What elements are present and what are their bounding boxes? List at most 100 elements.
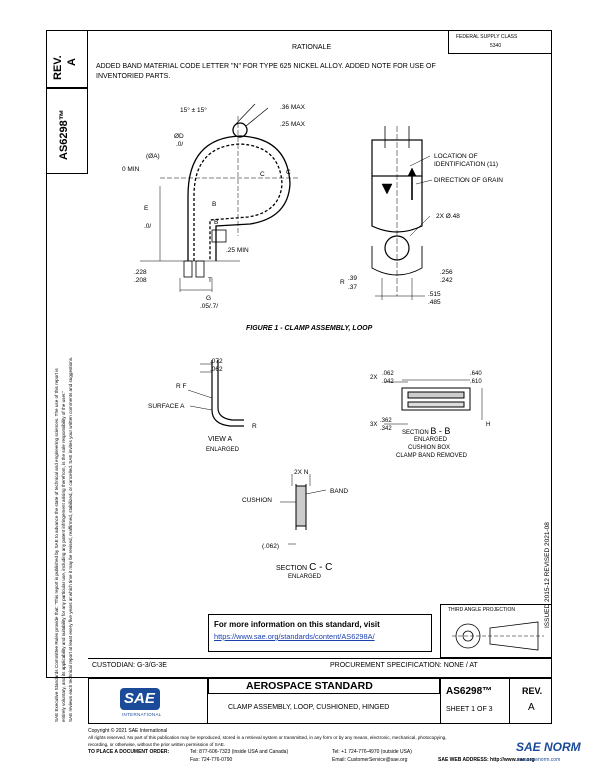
footer-tel1: Tel: 877-606-7323 (inside USA and Canada… bbox=[190, 749, 289, 755]
section-cc-drawing: 2X N BAND CUSHION (.062) bbox=[242, 469, 348, 550]
sae-logo-text: SAE bbox=[124, 690, 155, 707]
drawing-frame bbox=[46, 30, 552, 678]
dim-208: .208 bbox=[134, 277, 147, 284]
custodian-row bbox=[88, 658, 552, 678]
view-a-r: R bbox=[252, 423, 257, 430]
fed-supply-label: FEDERAL SUPPLY CLASS bbox=[456, 34, 518, 40]
section-cc-title: SECTION C - C bbox=[276, 562, 333, 573]
bb-062: .062 bbox=[382, 371, 394, 377]
procurement: PROCUREMENT SPECIFICATION: NONE / AT bbox=[330, 662, 478, 669]
footer-order: TO PLACE A DOCUMENT ORDER: bbox=[88, 749, 170, 755]
bb-042: .042 bbox=[382, 379, 394, 385]
footer-copyright: Copyright © 2021 SAE International bbox=[88, 728, 168, 734]
projection-box bbox=[440, 604, 552, 658]
rev-value: A bbox=[66, 58, 78, 66]
logo-cell bbox=[88, 678, 208, 724]
section-bb-drawing: 2X .062 .042 .640 .610 3X .362 .342 H bbox=[370, 371, 490, 432]
view-a-062: .062 bbox=[210, 366, 223, 373]
custodian: CUSTODIAN: G-3/G-3E bbox=[92, 662, 167, 669]
fed-supply-box bbox=[448, 30, 552, 54]
dim-phi-d: ØD bbox=[174, 133, 184, 140]
legal-text-1: SAE Executive Standards Committee Rules … bbox=[54, 368, 59, 722]
view-a-rf: R F bbox=[176, 383, 187, 390]
dim-e: E bbox=[144, 205, 149, 212]
section-bb-sub3: CLAMP BAND REMOVED bbox=[396, 453, 467, 459]
rev-label-bottom: REV. bbox=[522, 686, 543, 696]
figure1-caption: FIGURE 1 - CLAMP ASSEMBLY, LOOP bbox=[246, 325, 373, 332]
dim-g: G bbox=[206, 295, 211, 302]
doc-title: CLAMP ASSEMBLY, LOOP, CUSHIONED, HINGED bbox=[228, 704, 390, 711]
figure1-drawing: 15° ± 15° .36 MAX .25 MAX ØD .0/ (ØA) 0 … bbox=[122, 103, 503, 310]
footer-rights-2: recording, or otherwise, without the pri… bbox=[88, 742, 226, 747]
rationale-text-2: INVENTORIED PARTS. bbox=[96, 73, 171, 80]
watermark: SAE NORM bbox=[516, 740, 581, 754]
dim-phi-a: (ØA) bbox=[146, 153, 160, 160]
dim-r-label: R bbox=[340, 279, 345, 286]
dim-zero-min: 0 MIN bbox=[122, 166, 140, 173]
legal-text-3: SAE reviews each technical report at lea… bbox=[68, 356, 73, 722]
standard-link[interactable]: https://www.sae.org/standards/content/AS… bbox=[214, 632, 375, 641]
dim-r-top: .39 bbox=[348, 275, 357, 282]
sae-logo bbox=[120, 688, 160, 710]
view-a-title: VIEW A bbox=[208, 436, 233, 443]
dim-d-tol: .0/ bbox=[176, 141, 183, 148]
section-cc-sub: ENLARGED bbox=[288, 574, 322, 580]
dim-485: .485 bbox=[428, 299, 441, 306]
loc-ident-1: LOCATION OF bbox=[434, 153, 478, 160]
hole-callout: 2X Ø.48 bbox=[436, 213, 460, 220]
loop-clamp-side-view bbox=[371, 126, 433, 300]
dim-g-tol: .05/.7/ bbox=[200, 303, 218, 310]
section-bb-sub2: CUSHION BOX bbox=[408, 445, 451, 451]
cc-062: (.062) bbox=[262, 543, 279, 550]
dim-c-right: C bbox=[286, 169, 291, 176]
bb-h: H bbox=[486, 422, 490, 428]
projection-symbol bbox=[452, 621, 544, 651]
issue-text: ISSUED 2015-12 REVISED 2021-08 bbox=[544, 522, 551, 628]
info-box-title: For more information on this standard, v… bbox=[214, 620, 380, 629]
dim-max25: .25 MAX bbox=[280, 121, 306, 128]
sae-logo-sub: INTERNATIONAL bbox=[122, 712, 162, 717]
doc-number-bottom: AS6298™ bbox=[446, 686, 493, 697]
dim-c-left: C bbox=[260, 171, 265, 178]
doc-number-cell bbox=[440, 678, 510, 724]
bb-610: .610 bbox=[470, 379, 482, 385]
fed-supply-value: 5340 bbox=[490, 43, 502, 49]
footer-web: SAE WEB ADDRESS: http://www.sae.org bbox=[438, 757, 535, 763]
doc-number-vertical: AS6298™ bbox=[58, 109, 70, 160]
standard-title-cell bbox=[208, 678, 440, 694]
sheet-number: SHEET 1 OF 3 bbox=[446, 706, 493, 713]
dim-515: .515 bbox=[428, 291, 441, 298]
bb-362: .362 bbox=[380, 418, 392, 424]
dim-b-lower: B bbox=[214, 219, 218, 226]
dim-max36: .36 MAX bbox=[280, 104, 306, 111]
bb-640: .640 bbox=[470, 371, 482, 377]
rationale-text-1: ADDED BAND MATERIAL CODE LETTER "N" FOR … bbox=[96, 63, 436, 70]
dim-e-tol: .0/ bbox=[144, 223, 151, 230]
dir-grain: DIRECTION OF GRAIN bbox=[434, 177, 503, 184]
doc-number-box bbox=[46, 88, 88, 174]
footer-tel2: Tel: +1 724-776-4970 (outside USA) bbox=[332, 749, 412, 755]
view-a-sub: ENLARGED bbox=[206, 447, 240, 453]
view-a-surface: SURFACE A bbox=[148, 403, 185, 410]
rev-box bbox=[46, 30, 88, 88]
view-a-drawing: .072 .062 R F SURFACE A R bbox=[148, 358, 257, 430]
dim-256: .256 bbox=[440, 269, 453, 276]
view-a-072: .072 bbox=[210, 358, 223, 365]
footer-rights-1: All rights reserved. No part of this pub… bbox=[88, 735, 447, 740]
cc-band: BAND bbox=[330, 488, 348, 495]
bb-342: .342 bbox=[380, 426, 392, 432]
watermark-sub: www.saenorm.com bbox=[518, 757, 561, 763]
legal-text-2: entirely voluntary, and its applicabilit… bbox=[61, 390, 66, 722]
bb-3x: 3X bbox=[370, 422, 377, 428]
footer-fax: Fax: 724-776-0790 bbox=[190, 757, 233, 763]
loc-ident-2: IDENTIFICATION (11) bbox=[434, 161, 498, 168]
rationale-title: RATIONALE bbox=[292, 44, 332, 51]
rev-label: REV. bbox=[52, 55, 64, 80]
loop-clamp-front-view bbox=[140, 103, 298, 292]
figure1-dimension-text: 15° ± 15° .36 MAX .25 MAX ØD .0/ (ØA) 0 … bbox=[122, 104, 306, 310]
dim-b-upper: B bbox=[212, 201, 216, 208]
dim-228: .228 bbox=[134, 269, 147, 276]
section-bb-title: SECTION B - B bbox=[402, 426, 451, 436]
cc-2xn: 2X N bbox=[294, 469, 309, 476]
dim-r-bot: .37 bbox=[348, 284, 357, 291]
